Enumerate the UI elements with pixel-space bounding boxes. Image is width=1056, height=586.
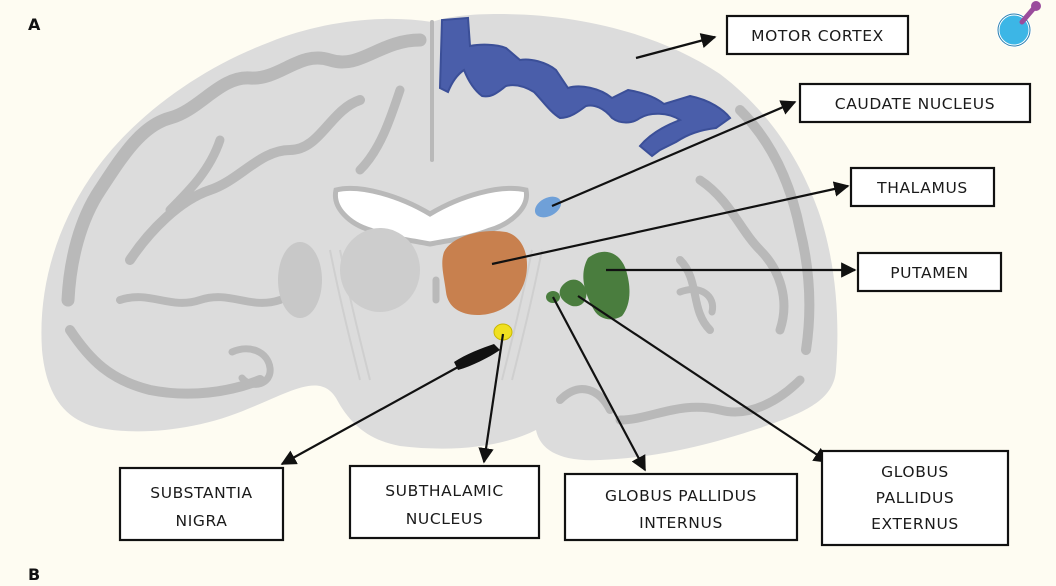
panel-letter-b: B [28,565,40,584]
label-caudate-nucleus: CAUDATE NUCLEUS [800,84,1030,122]
svg-text:EXTERNUS: EXTERNUS [871,515,959,533]
svg-text:GLOBUS PALLIDUS: GLOBUS PALLIDUS [605,487,757,505]
svg-text:SUBSTANTIA: SUBSTANTIA [150,484,253,502]
svg-text:GLOBUS: GLOBUS [881,463,949,481]
label-substantia-nigra: SUBSTANTIA NIGRA [120,468,283,540]
svg-text:INTERNUS: INTERNUS [639,514,723,532]
svg-text:NUCLEUS: NUCLEUS [406,510,484,528]
svg-text:NIGRA: NIGRA [176,512,228,530]
label-globus-pallidus-internus: GLOBUS PALLIDUS INTERNUS [565,474,797,540]
svg-text:CAUDATE NUCLEUS: CAUDATE NUCLEUS [835,95,995,113]
label-putamen: PUTAMEN [858,253,1001,291]
svg-text:THALAMUS: THALAMUS [876,179,968,197]
svg-text:MOTOR CORTEX: MOTOR CORTEX [751,27,884,45]
pipette-logo-icon [998,1,1041,46]
svg-text:SUBTHALAMIC: SUBTHALAMIC [385,482,504,500]
label-thalamus: THALAMUS [851,168,994,206]
label-subthalamic-nucleus: SUBTHALAMIC NUCLEUS [350,466,539,538]
svg-text:PUTAMEN: PUTAMEN [890,264,969,282]
label-globus-pallidus-externus: GLOBUS PALLIDUS EXTERNUS [822,451,1008,545]
label-motor-cortex: MOTOR CORTEX [727,16,908,54]
svg-text:PALLIDUS: PALLIDUS [876,489,955,507]
panel-letter-a: A [28,15,41,34]
